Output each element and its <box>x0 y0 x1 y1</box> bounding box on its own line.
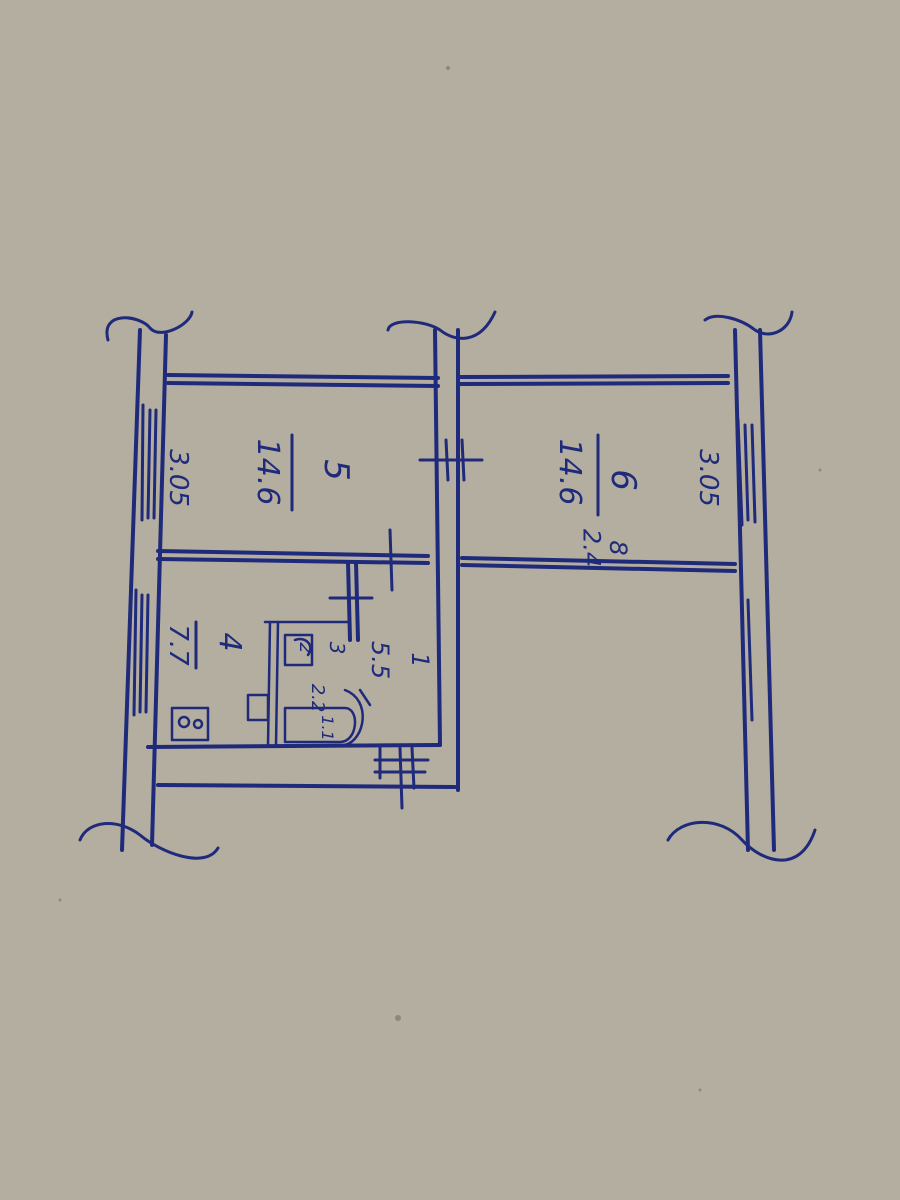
room-3-number: 3 <box>325 642 349 655</box>
toilet-icon <box>283 633 314 667</box>
room-5-area: 14.6 <box>250 439 285 506</box>
room-1-labels: 1 5.5 <box>366 641 434 679</box>
room-6-number: 6 <box>603 469 643 491</box>
stove-icon <box>170 706 210 742</box>
bathtub-icon <box>246 620 352 747</box>
wall-break-marks <box>78 310 817 862</box>
room-5-height: 3.05 <box>163 449 193 507</box>
room-6-extra: 82.4 <box>578 529 632 567</box>
room-1-number: 1 <box>406 652 434 667</box>
room-5-number: 5 <box>316 459 356 481</box>
room-2-area: 1.1 <box>318 715 337 740</box>
room-3-labels: 3 2.2 <box>307 642 349 713</box>
room-4-number: 4 <box>212 632 247 651</box>
room-6-height: 3.05 <box>693 449 723 507</box>
room-6-area: 14.6 <box>552 439 587 506</box>
windows <box>132 403 757 722</box>
room-2-labels: 2 1.1 <box>295 642 337 740</box>
sink-icon <box>283 688 372 747</box>
room-3-area: 2.2 <box>307 684 328 713</box>
room-1-area: 5.5 <box>366 641 394 679</box>
door-ticks <box>328 438 484 810</box>
room-4-labels: 4 7.7 <box>163 620 247 670</box>
room-5-labels: 5 14.6 3.05 <box>163 433 356 512</box>
outer-walls <box>120 328 776 852</box>
room-2-number: 2 <box>295 642 316 653</box>
paper-specks <box>58 66 822 1092</box>
room-4-area: 7.7 <box>163 624 193 666</box>
room-6-labels: 6 14.6 3.05 82.4 <box>552 433 723 567</box>
